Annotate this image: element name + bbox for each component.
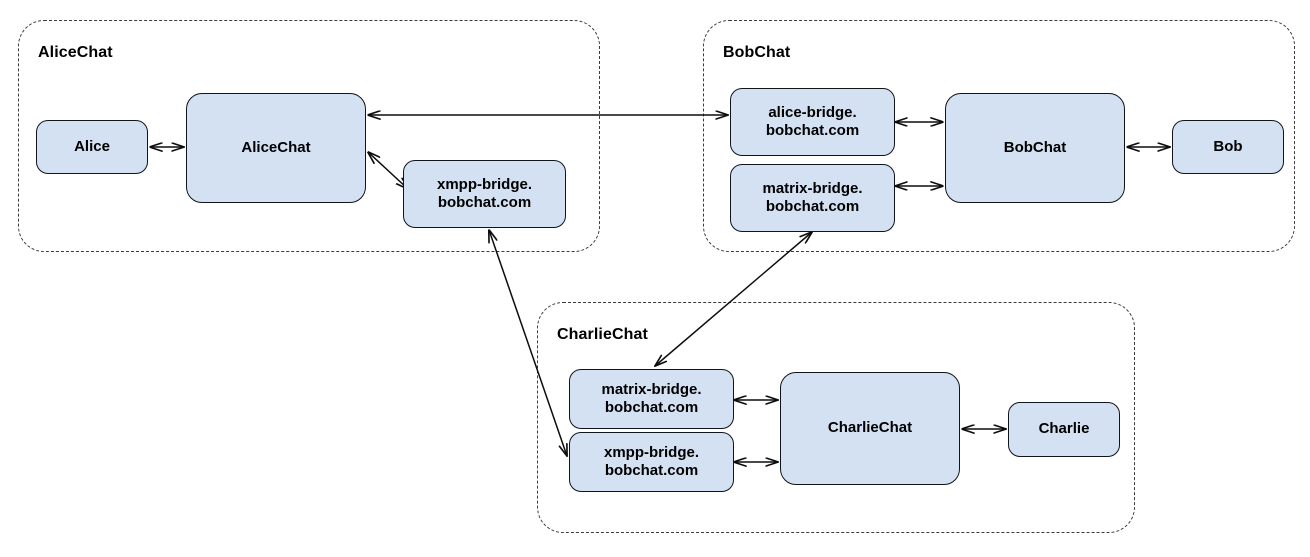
node-bob-alice-bridge[interactable]: alice-bridge. bobchat.com — [730, 88, 895, 156]
node-label-line-2: bobchat.com — [765, 198, 860, 215]
group-bobchat — [703, 20, 1295, 252]
group-label-alicechat: AliceChat — [38, 44, 113, 61]
node-label: Alice — [74, 137, 110, 155]
node-label-line-2: bobchat.com — [604, 399, 699, 416]
node-alice-user[interactable]: Alice — [36, 120, 148, 174]
node-label-line-2: bobchat.com — [604, 462, 699, 479]
node-label-line-1: xmpp-bridge. — [603, 443, 699, 461]
node-bob-matrix-bridge[interactable]: matrix-bridge. bobchat.com — [730, 164, 895, 232]
node-bobchat-server[interactable]: BobChat — [945, 93, 1125, 203]
node-bob-user[interactable]: Bob — [1172, 120, 1284, 174]
group-label-charliechat: CharlieChat — [557, 326, 648, 343]
node-alicechat-server[interactable]: AliceChat — [186, 93, 366, 203]
node-label-line-1: matrix-bridge. — [762, 179, 863, 197]
node-label-line-1: alice-bridge. — [768, 103, 857, 121]
node-alice-xmpp-bridge[interactable]: xmpp-bridge. bobchat.com — [403, 160, 566, 228]
node-label: BobChat — [1003, 138, 1067, 156]
group-alicechat — [18, 20, 600, 252]
node-charlie-matrix-bridge[interactable]: matrix-bridge. bobchat.com — [569, 369, 734, 429]
node-label-line-2: bobchat.com — [765, 122, 860, 139]
node-label: CharlieChat — [827, 419, 913, 437]
node-label-line-1: matrix-bridge. — [601, 380, 702, 398]
node-label-line-1: xmpp-bridge. — [436, 175, 532, 193]
node-label: Bob — [1213, 137, 1243, 155]
node-charlie-user[interactable]: Charlie — [1008, 402, 1120, 457]
node-label: AliceChat — [241, 138, 311, 156]
group-label-bobchat: BobChat — [723, 44, 791, 61]
node-label: Charlie — [1038, 420, 1090, 438]
node-charlie-xmpp-bridge[interactable]: xmpp-bridge. bobchat.com — [569, 432, 734, 492]
node-charliechat-server[interactable]: CharlieChat — [780, 372, 960, 485]
node-label-line-2: bobchat.com — [437, 194, 532, 211]
